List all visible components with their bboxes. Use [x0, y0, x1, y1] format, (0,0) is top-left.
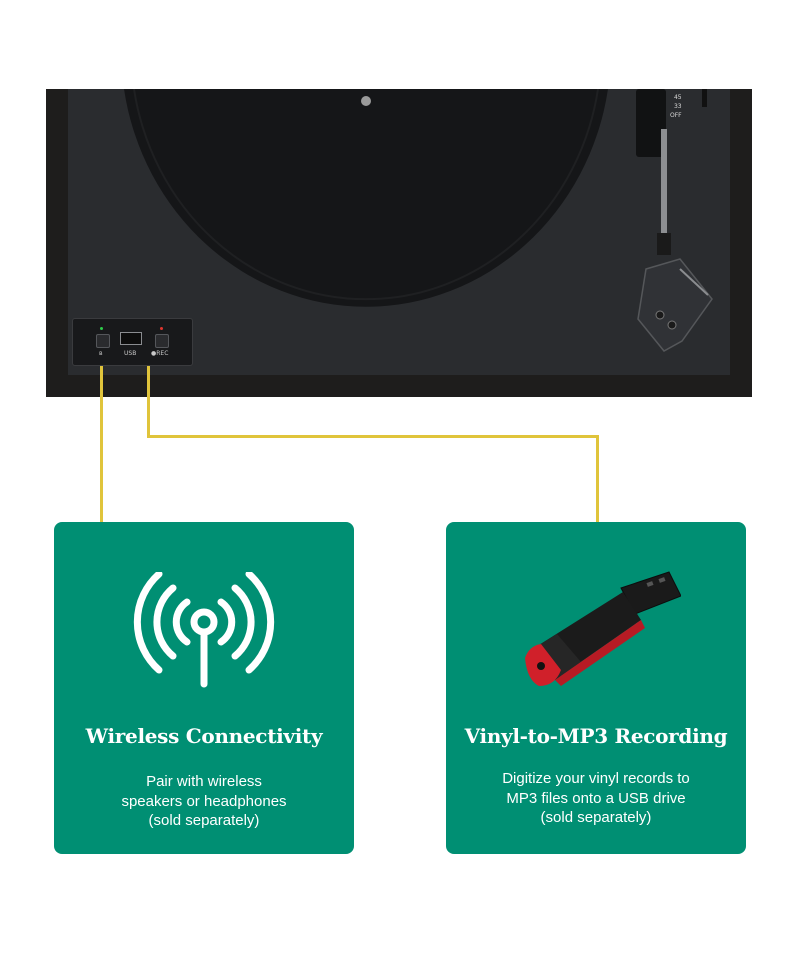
feature-card-recording: Vinyl-to-MP3 Recording Digitize your vin… [446, 522, 746, 854]
turntable-top-graphic [124, 89, 713, 352]
front-port-panel: ʙ USB ●REC [72, 318, 193, 366]
feature-title: Vinyl-to-MP3 Recording [464, 724, 728, 748]
headshell [637, 258, 713, 352]
feature-description-line: speakers or headphones [121, 792, 287, 810]
feature-description-line: Pair with wireless [146, 773, 262, 790]
connector-line-usb-right [596, 435, 599, 523]
feature-description-line: Digitize your vinyl records to [502, 770, 690, 787]
bluetooth-label: ʙ [99, 350, 103, 357]
feature-description-line: (sold separately) [148, 812, 260, 829]
feature-title: Wireless Connectivity [85, 724, 323, 748]
connector-line-usb-across [147, 435, 599, 438]
feature-description: Pair with wireless speakers or headphone… [84, 772, 324, 831]
platter-mat [124, 89, 608, 307]
rec-button[interactable] [155, 334, 169, 348]
tonearm [661, 129, 667, 241]
usb-port [120, 332, 142, 345]
feature-description-line: MP3 files onto a USB drive [506, 789, 686, 807]
speed-label-33: 33 [673, 103, 682, 110]
rec-label: ●REC [151, 350, 169, 357]
feature-card-wireless: Wireless Connectivity Pair with wireless… [54, 522, 354, 854]
feature-description: Digitize your vinyl records to MP3 files… [476, 769, 716, 828]
speed-label-off: OFF [670, 112, 682, 119]
connector-line-usb-down [147, 366, 150, 438]
tonearm-rest [636, 89, 666, 157]
rec-led [160, 327, 163, 330]
bluetooth-button[interactable] [96, 334, 110, 348]
turntable-photo: 45 33 OFF [46, 89, 752, 397]
usb-flash-drive-icon [525, 571, 681, 686]
feature-description-line: (sold separately) [540, 809, 652, 826]
wireless-signal-icon [133, 572, 275, 688]
bluetooth-led [100, 327, 103, 330]
spindle [361, 96, 371, 106]
connector-line-wireless [100, 366, 103, 523]
speed-selector-labels: 45 33 OFF [670, 93, 682, 120]
usb-label: USB [124, 350, 137, 357]
speed-label-45: 45 [673, 94, 682, 101]
